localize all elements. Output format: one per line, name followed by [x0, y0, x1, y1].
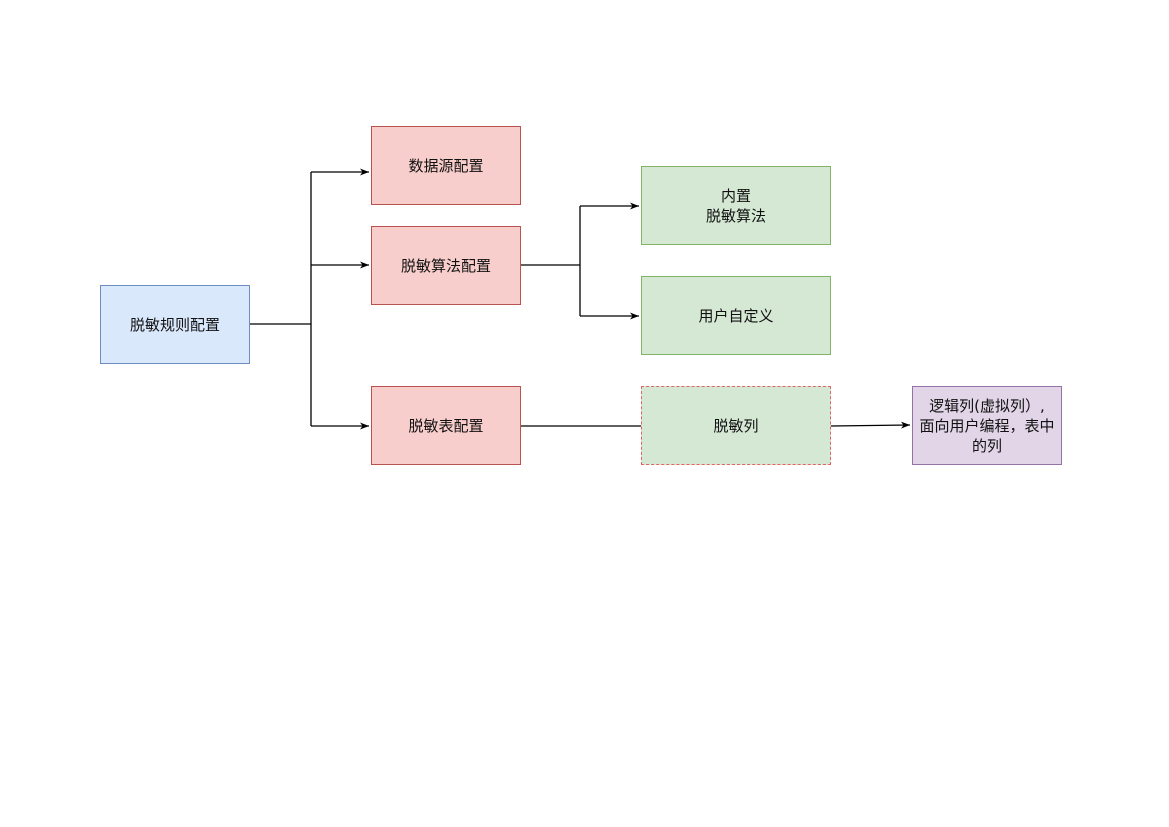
node-datasource-config-label: 数据源配置 — [408, 156, 484, 175]
node-mask-rule-config: 脱敏规则配置 — [100, 285, 250, 364]
node-user-defined-label: 用户自定义 — [698, 306, 774, 325]
node-user-defined: 用户自定义 — [641, 276, 831, 355]
node-datasource-config: 数据源配置 — [371, 126, 521, 205]
node-logic-column: 逻辑列(虚拟列）, 面向用户编程，表中 的列 — [912, 386, 1062, 465]
node-builtin-algorithm-label: 内置 脱敏算法 — [705, 186, 766, 225]
node-mask-rule-config-label: 脱敏规则配置 — [129, 315, 220, 334]
node-builtin-algorithm: 内置 脱敏算法 — [641, 166, 831, 245]
node-logic-column-label: 逻辑列(虚拟列）, 面向用户编程，表中 的列 — [919, 396, 1055, 455]
node-mask-column-label: 脱敏列 — [713, 416, 759, 435]
node-mask-table-config: 脱敏表配置 — [371, 386, 521, 465]
node-mask-algorithm-config: 脱敏算法配置 — [371, 226, 521, 305]
node-mask-column: 脱敏列 — [641, 386, 831, 465]
node-mask-table-config-label: 脱敏表配置 — [408, 416, 484, 435]
node-mask-algorithm-config-label: 脱敏算法配置 — [400, 256, 491, 275]
edge-maskcol-logic — [830, 421, 911, 429]
